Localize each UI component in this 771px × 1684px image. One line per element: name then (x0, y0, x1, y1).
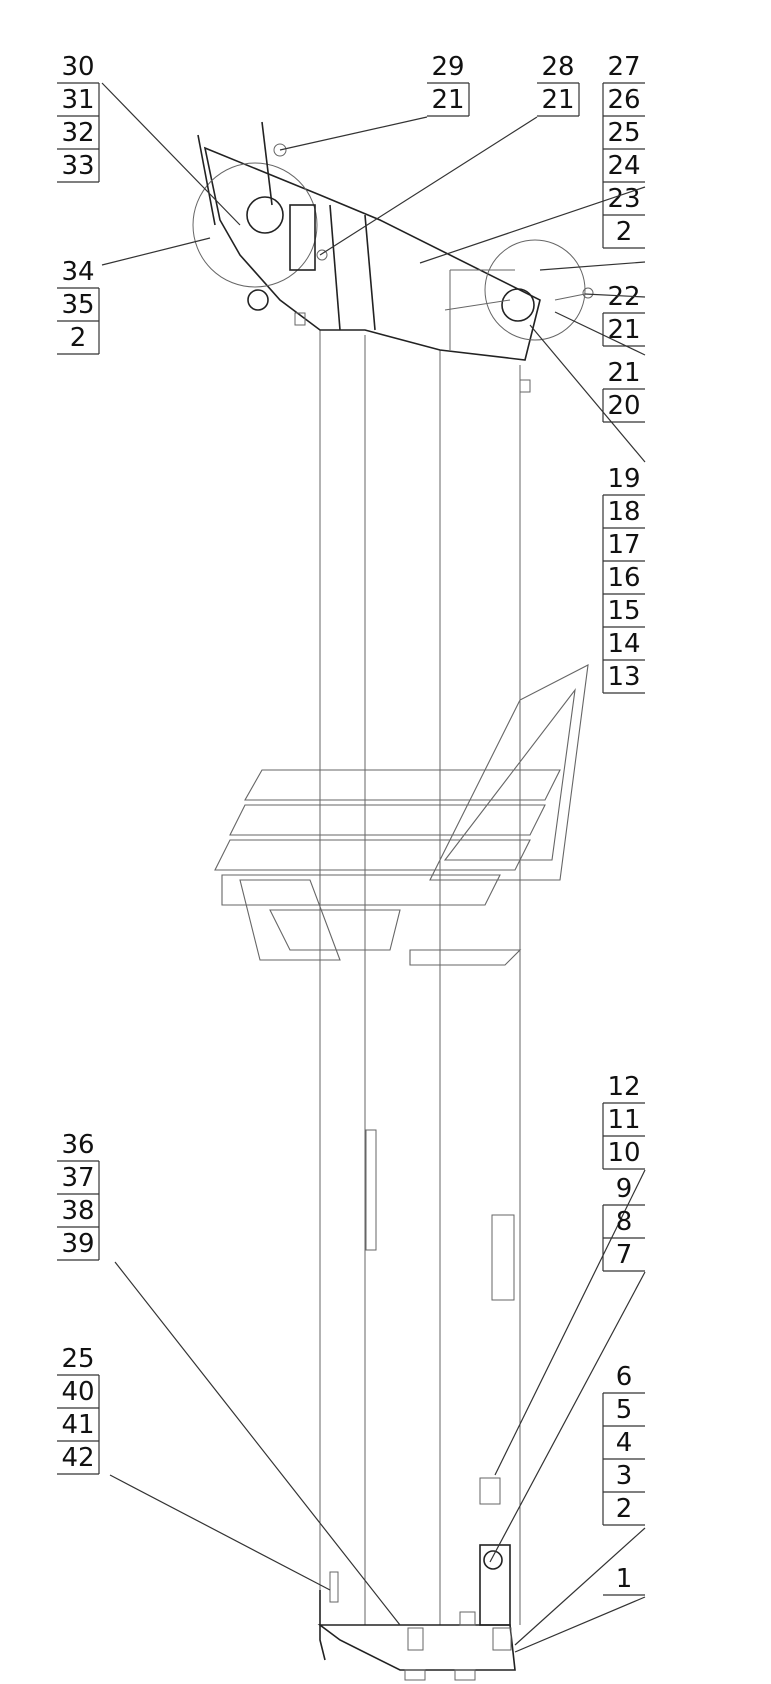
callout-number: 15 (607, 596, 640, 626)
callout-number: 33 (61, 151, 94, 181)
callout-number: 29 (431, 52, 464, 82)
leader-line (109, 1474, 331, 1591)
callout-number: 2 (616, 1494, 633, 1524)
callout-number: 24 (607, 151, 640, 181)
callout-number: 39 (61, 1229, 94, 1259)
callout-number: 2 (616, 217, 633, 247)
leader-line (494, 1169, 646, 1476)
callout-number: 19 (607, 464, 640, 494)
callout-number: 28 (541, 52, 574, 82)
callout-number: 11 (607, 1105, 640, 1135)
callout-number: 23 (607, 184, 640, 214)
leader-line (489, 1271, 646, 1563)
leader-line (101, 82, 241, 226)
leader-line (419, 186, 646, 264)
callout-number: 36 (61, 1130, 94, 1160)
watermark-logo (214, 664, 589, 966)
callout-number: 42 (61, 1443, 94, 1473)
callout-number: 16 (607, 563, 640, 593)
callout-number: 17 (607, 530, 640, 560)
callout-number: 7 (616, 1240, 633, 1270)
callout-number: 32 (61, 118, 94, 148)
boom-body (319, 330, 521, 1625)
callout-number: 25 (607, 118, 640, 148)
callout-number: 1 (616, 1564, 633, 1594)
leader-line (279, 116, 428, 151)
callout-number: 41 (61, 1410, 94, 1440)
callout-number: 38 (61, 1196, 94, 1226)
callout-number: 14 (607, 629, 640, 659)
callout-g23leader (539, 261, 646, 271)
callout-labels: 3031323334352292128212726252423222212120… (57, 52, 646, 1653)
callout-number: 21 (607, 358, 640, 388)
boom-base (317, 1544, 516, 1681)
leader-line (529, 324, 646, 463)
callout-number: 34 (61, 257, 94, 287)
leader-line (114, 1261, 401, 1626)
callout-g1: 1 (514, 1564, 646, 1653)
callout-number: 21 (541, 85, 574, 115)
leader-line (539, 261, 646, 271)
callout-number: 3 (616, 1461, 633, 1491)
callout-number: 6 (616, 1362, 633, 1392)
callout-number: 9 (616, 1174, 633, 1204)
callout-number: 27 (607, 52, 640, 82)
callout-number: 2 (70, 323, 87, 353)
callout-number: 21 (431, 85, 464, 115)
boom-head (192, 121, 594, 393)
callout-number: 4 (616, 1428, 633, 1458)
callout-g9: 987 (489, 1174, 646, 1563)
leader-line (514, 1527, 646, 1646)
leader-line (514, 1596, 646, 1653)
callout-number: 30 (61, 52, 94, 82)
leader-line (554, 311, 646, 356)
callout-number: 31 (61, 85, 94, 115)
callout-number: 8 (616, 1207, 633, 1237)
leader-line (584, 293, 646, 298)
callout-number: 26 (607, 85, 640, 115)
callout-number: 12 (607, 1072, 640, 1102)
callout-number: 10 (607, 1138, 640, 1168)
callout-number: 21 (607, 315, 640, 345)
leader-line (319, 116, 538, 256)
callout-number: 37 (61, 1163, 94, 1193)
callout-number: 5 (616, 1395, 633, 1425)
callout-number: 13 (607, 662, 640, 692)
callout-number: 20 (607, 391, 640, 421)
callout-number: 40 (61, 1377, 94, 1407)
callout-number: 35 (61, 290, 94, 320)
callout-number: 25 (61, 1344, 94, 1374)
callout-number: 18 (607, 497, 640, 527)
leader-line (101, 237, 211, 266)
